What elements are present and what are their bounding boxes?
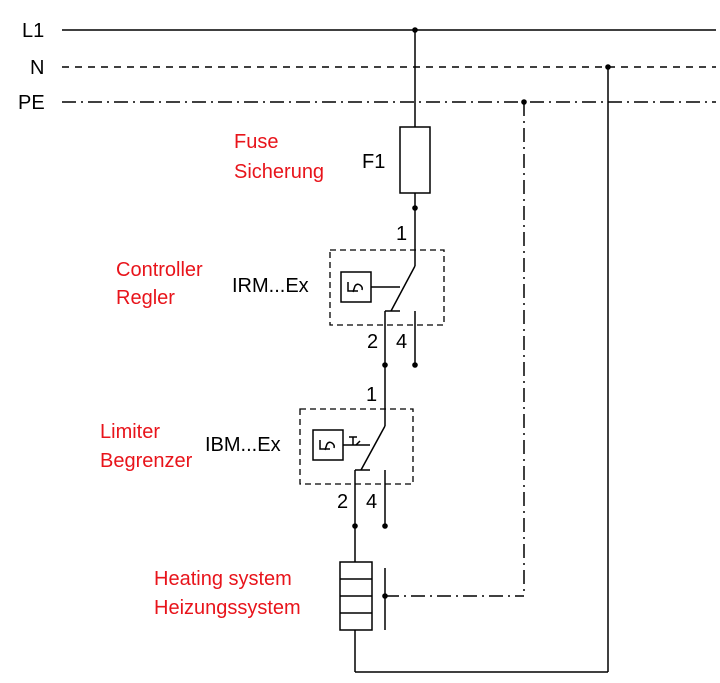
- fuse-name-en: Fuse: [234, 131, 278, 153]
- fuse-symbol: [399, 126, 431, 194]
- n-label: N: [30, 57, 44, 79]
- thermostat-icon: [347, 282, 363, 293]
- controller-terminal-4-dot: [412, 362, 418, 368]
- fuse-out-terminal: [412, 205, 418, 211]
- limiter-symbol-box: [312, 429, 344, 461]
- limiter-tag: IBM...Ex: [205, 434, 281, 456]
- fuse-name-de: Sicherung: [234, 161, 324, 183]
- fuse-tag: F1: [362, 151, 385, 173]
- heater-symbol: [339, 561, 373, 631]
- limiter-name-de: Begrenzer: [100, 450, 193, 472]
- limiter-terminal-4-dot: [382, 523, 388, 529]
- controller-tag: IRM...Ex: [232, 275, 309, 297]
- controller-name-en: Controller: [116, 259, 203, 281]
- controller-symbol-box: [340, 271, 372, 303]
- controller-enclosure: [329, 249, 445, 326]
- heater-name-de: Heizungssystem: [154, 597, 301, 619]
- pe-label: PE: [18, 92, 45, 114]
- limiter-reset-mechanism: [349, 436, 361, 446]
- limiter-name-en: Limiter: [100, 421, 160, 443]
- limiter-terminal-out-b: 4: [366, 491, 377, 513]
- controller-terminal-out-b: 4: [396, 331, 407, 353]
- limiter-terminal-out-a: 2: [337, 491, 348, 513]
- controller-name-de: Regler: [116, 287, 175, 309]
- thermal-limiter-icon: [319, 440, 335, 451]
- controller-terminal-out-a: 2: [367, 331, 378, 353]
- limiter-terminal-in: 1: [366, 384, 377, 406]
- limiter-enclosure: [299, 408, 414, 485]
- l1-label: L1: [22, 20, 44, 42]
- limiter-switch-contact: [360, 425, 386, 471]
- controller-terminal-in: 1: [396, 223, 407, 245]
- heater-name-en: Heating system: [154, 568, 292, 590]
- controller-switch-contact: [390, 265, 416, 312]
